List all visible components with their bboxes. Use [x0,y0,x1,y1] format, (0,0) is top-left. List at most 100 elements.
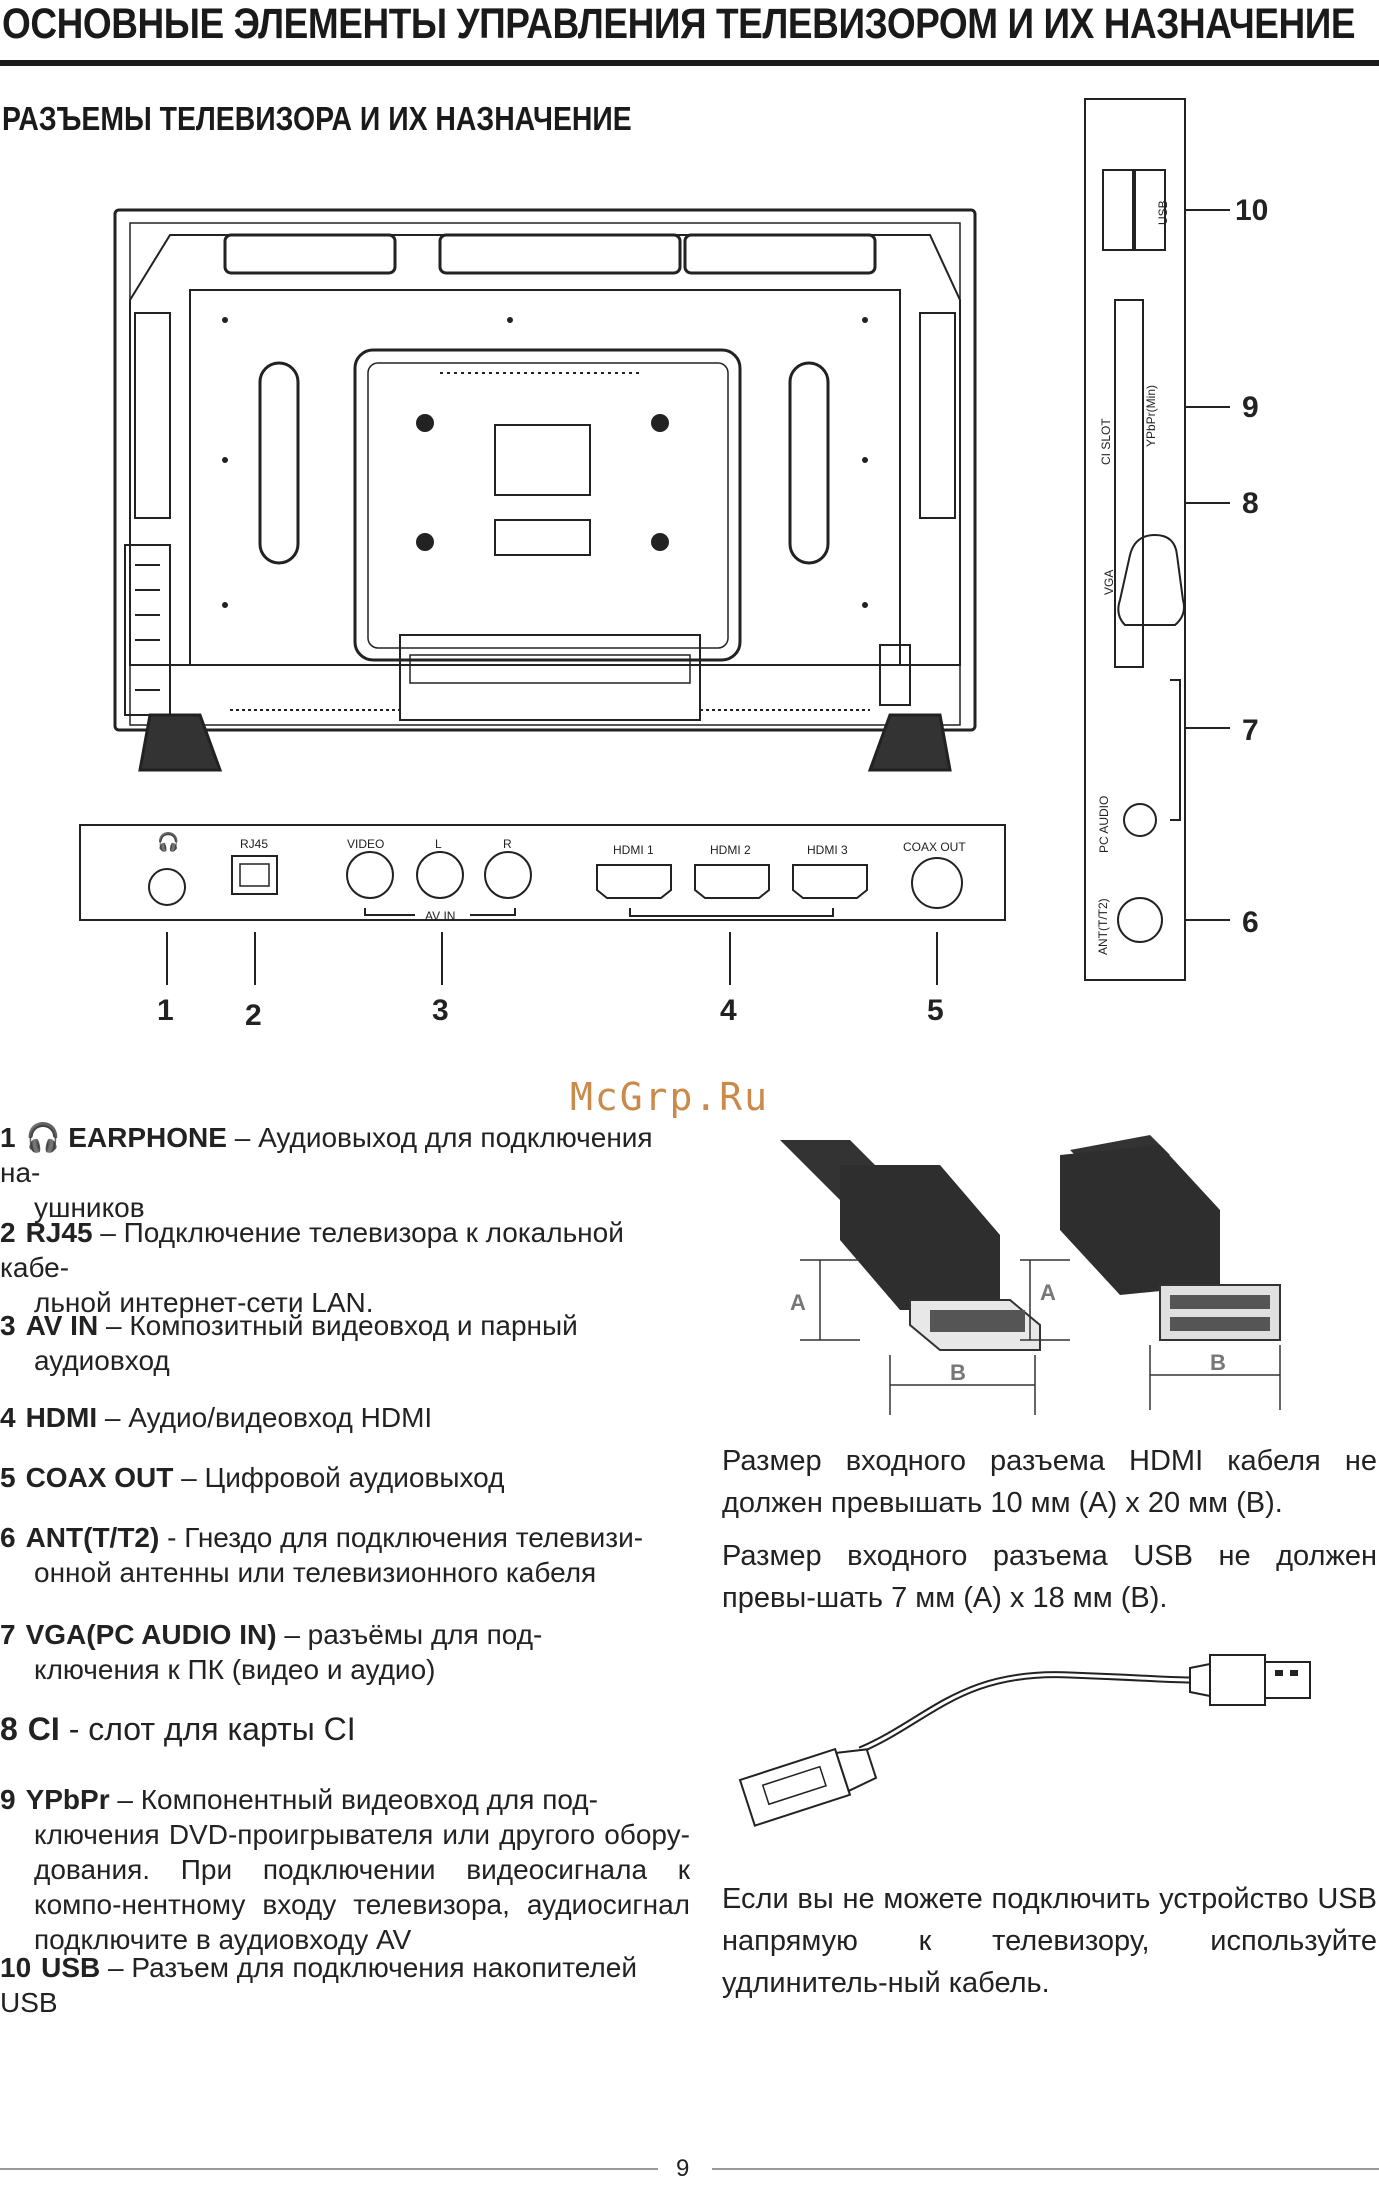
callout-4: 4 [720,994,737,1027]
item-continuation: онной антенны или телевизионного кабеля [34,1557,597,1588]
ci-slot [1114,299,1144,668]
list-item: 4 HDMI – Аудио/видеовход HDMI [0,1400,690,1435]
item-key: VGA(PC AUDIO IN) [25,1619,277,1650]
dim-label-b-usb: B [1210,1350,1226,1375]
item-number: 4 [0,1402,16,1433]
item-continuation: аудиовход [34,1345,170,1376]
usb-size-note: Размер входного разъема USB не должен пр… [722,1540,1377,1614]
item-number: 1 [0,1122,16,1153]
item-continuation: ключения к ПК (видео и аудио) [34,1654,436,1685]
panel-label-hdmi3: HDMI 3 [807,843,848,857]
callout-1: 1 [157,994,174,1027]
item-key: YPbPr [25,1784,110,1815]
side-label-pc-audio: PC AUDIO [1097,796,1111,853]
item-key: EARPHONE [68,1122,227,1153]
usb-extension-cable [738,1654,1311,1827]
title-divider [0,60,1379,66]
rj45-port [231,855,278,895]
footer-rule-right [712,2168,1379,2170]
dim-label-a-usb: A [1040,1280,1056,1305]
item-text: – Разъем для подключения накопителей USB [0,1952,637,2018]
side-connector-panel: USB YPbPr(Min) CI SLOT VGA PC AUDIO ANT(… [1084,98,1268,981]
side-label-vga: VGA [1102,570,1116,595]
hdmi-port-2 [694,864,770,899]
panel-label-rj45: RJ45 [240,837,268,851]
dim-label-a-hdmi: A [790,1290,806,1315]
headphone-icon: 🎧 [157,831,179,852]
callout-8: 8 [1242,487,1259,520]
item-text: – Аудиовыход для подключения на- [0,1122,653,1188]
item-continuation: ушников [34,1192,145,1223]
item-text: – Подключение телевизора к локальной каб… [0,1217,624,1283]
list-item: 7 VGA(PC AUDIO IN) – разъёмы для под- клю… [0,1617,690,1687]
panel-label-hdmi1: HDMI 1 [613,843,654,857]
audio-l-jack [416,851,464,899]
item-number: 9 [0,1784,16,1815]
panel-label-hdmi2: HDMI 2 [710,843,751,857]
hdmi-port-3 [792,864,868,899]
earphone-jack [148,868,186,906]
list-item: 9 YPbPr – Компонентный видеовход для под-… [0,1782,690,1957]
coax-jack [911,857,963,909]
item-key: HDMI [25,1402,98,1433]
section-title: РАЗЪЕМЫ ТЕЛЕВИЗОРА И ИХ НАЗНАЧЕНИЕ [2,100,632,137]
page-title: ОСНОВНЫЕ ЭЛЕМЕНТЫ УПРАВЛЕНИЯ ТЕЛЕВИЗОРОМ… [2,0,1356,48]
connector-size-diagram: A B A B [780,1135,1281,1415]
callout-2: 2 [245,999,262,1032]
page-number: 9 [676,2155,690,2182]
bottom-connector-panel: 🎧 RJ45 VIDEO L R AV IN HDMI 1 HDMI 2 HDM… [79,824,1006,1032]
side-label-ant: ANT(T/T2) [1096,898,1110,955]
panel-label-l: L [435,837,442,851]
item-text: – Аудио/видеовход HDMI [97,1402,433,1433]
vga-port [1117,533,1185,626]
side-label-ypbpr: YPbPr(Min) [1144,385,1158,447]
callout-3: 3 [432,994,449,1027]
item-number: 7 [0,1619,16,1650]
audio-r-jack [484,851,532,899]
item-text: – Цифровой аудиовыход [173,1462,505,1493]
tv-rear-illustration [113,208,977,772]
callout-9: 9 [1242,391,1259,424]
item-number: 2 [0,1217,16,1248]
item-continuation: льной интернет-сети LAN. [34,1287,374,1318]
item-key: ANT(T/T2) [25,1522,160,1553]
item-key: CI [27,1711,60,1747]
usb-port-2 [1134,169,1166,251]
callout-10: 10 [1235,194,1268,227]
callout-5: 5 [927,994,944,1027]
side-label-usb: USB [1156,200,1170,225]
item-continuation: ключения DVD-проигрывателя или другого о… [34,1819,690,1955]
item-number: 3 [0,1310,16,1341]
extension-cable-note: Если вы не можете подключить устройство … [722,1883,1377,1999]
panel-label-r: R [503,837,512,851]
item-key: AV IN [25,1310,99,1341]
footer-rule-left [0,2168,658,2170]
video-jack [346,851,394,899]
panel-label-video: VIDEO [347,837,384,851]
item-text: – Композитный видеовход и парный [98,1310,578,1341]
item-number: 8 [0,1711,18,1747]
item-text: – разъёмы для под- [276,1619,543,1650]
watermark: McGrp.Ru [570,1075,770,1119]
headphone-icon: 🎧 [25,1122,69,1153]
hdmi-port-1 [596,864,672,899]
pc-audio-jack [1123,803,1157,837]
item-text: – Компонентный видеовход для под- [109,1784,598,1815]
panel-label-coax: COAX OUT [903,840,966,854]
item-text: - слот для карты CI [59,1711,356,1747]
panel-label-av-in: AV IN [425,909,455,923]
callout-7: 7 [1242,714,1259,747]
hdmi-size-note: Размер входного разъема HDMI кабеля не д… [722,1445,1377,1519]
usb-port-1 [1102,169,1134,251]
item-key: USB [41,1952,101,1983]
callout-6: 6 [1242,906,1259,939]
list-item: 1 🎧 EARPHONE – Аудиовыход для подключения… [0,1120,690,1225]
item-text: - Гнездо для подключения телевизи- [159,1522,644,1553]
side-label-ci: CI SLOT [1099,418,1113,465]
